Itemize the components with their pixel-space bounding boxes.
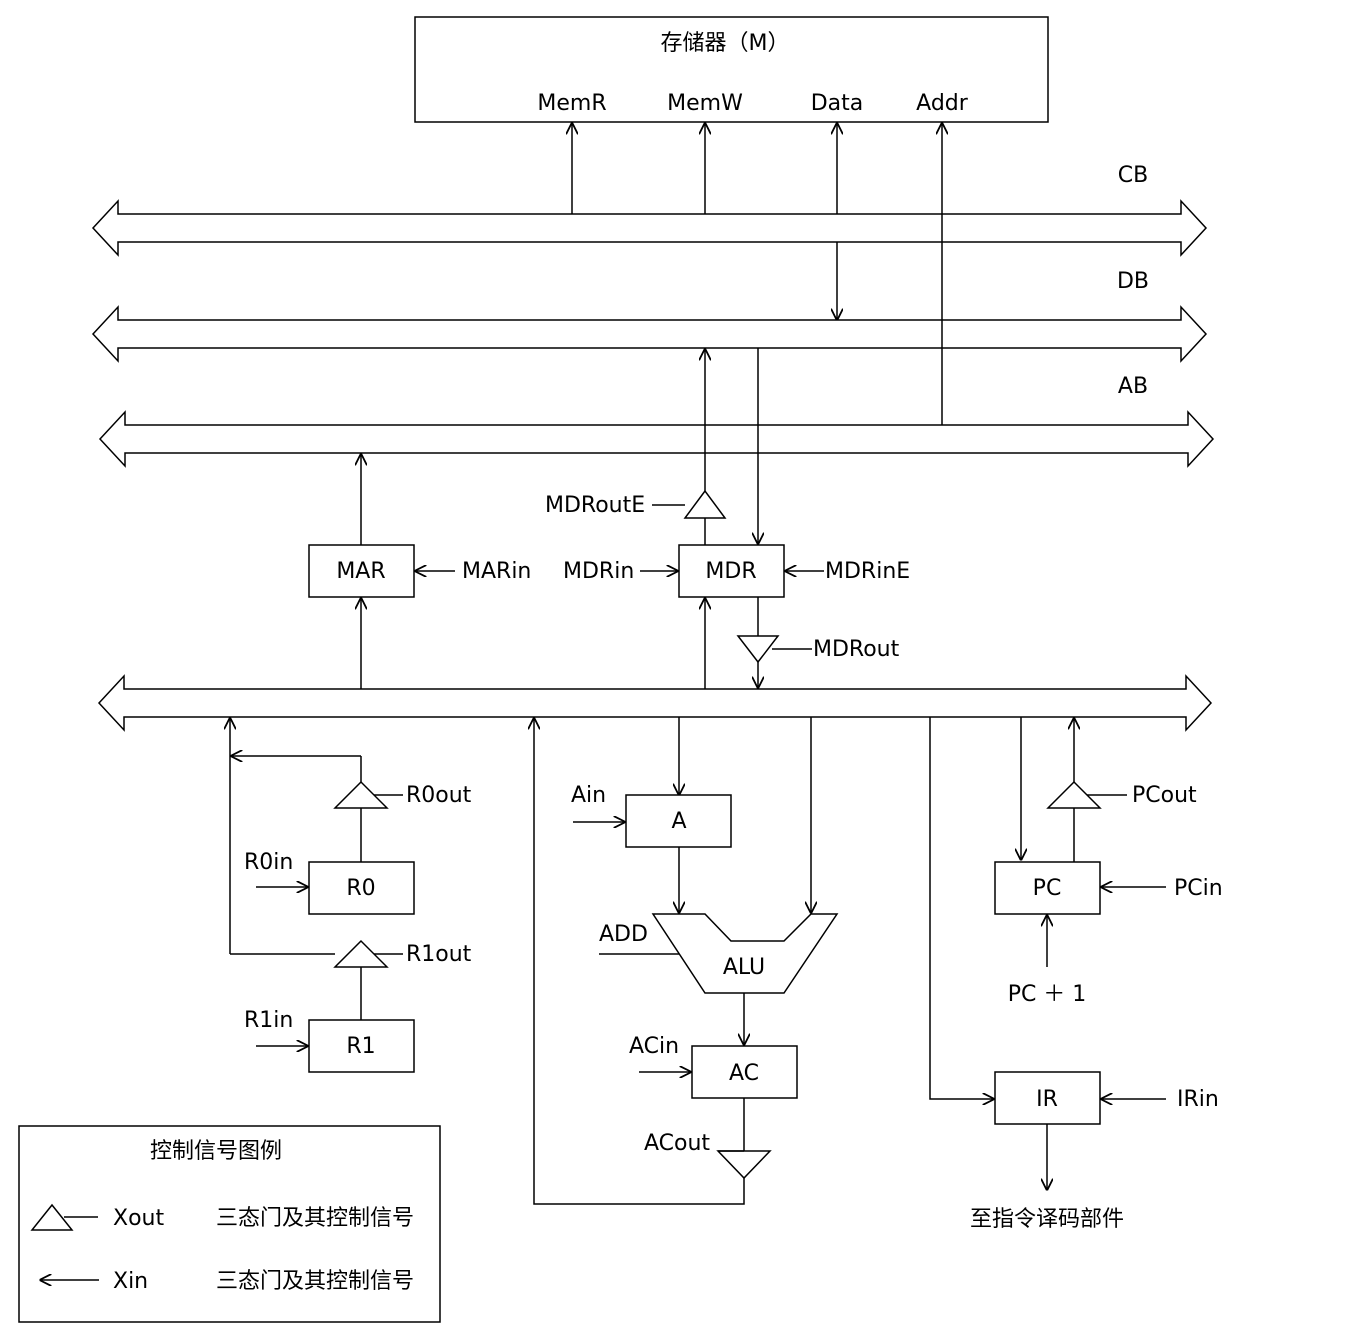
pc-label: PC (1033, 876, 1062, 901)
mar-label: MAR (336, 559, 385, 584)
memory-block: 存储器（M） MemR MemW Data Addr (414, 16, 1049, 123)
memory-bus-connections (572, 123, 942, 425)
legend-title: 控制信号图例 (150, 1139, 282, 1164)
pc-register: PC (994, 861, 1101, 915)
signal-ac-out: ACout (644, 1131, 710, 1156)
signal-pc-plus-one: PC ＋ 1 (1008, 982, 1087, 1007)
legend-xin-label: Xin (113, 1269, 148, 1294)
legend-xout-desc: 三态门及其控制信号 (216, 1206, 414, 1231)
mdr-out-e-gate (683, 489, 727, 519)
mdr-out-gate (736, 635, 780, 664)
signal-a-in: Ain (571, 783, 606, 808)
mdr-register: MDR (678, 544, 785, 598)
signal-mdr-in-e: MDRinE (825, 559, 910, 584)
legend-triangle-icon (30, 1203, 74, 1231)
signal-pc-out: PCout (1132, 783, 1197, 808)
signal-add: ADD (599, 922, 648, 947)
signal-pc-in: PCin (1174, 876, 1223, 901)
signal-r0-out: R0out (406, 783, 472, 808)
to-decoder-label: 至指令译码部件 (970, 1207, 1124, 1232)
signal-mdr-in: MDRin (563, 559, 634, 584)
internal-bus (97, 674, 1213, 732)
signal-mdr-out: MDRout (813, 637, 900, 662)
r0-label: R0 (346, 876, 375, 901)
r1-register: R1 (308, 1019, 415, 1073)
alu-unit: ALU (651, 913, 839, 994)
signal-mdr-out-e: MDRoutE (545, 493, 645, 518)
mdr-label: MDR (705, 559, 756, 584)
a-register: A (625, 794, 732, 848)
signal-ac-in: ACin (629, 1034, 679, 1059)
memory-port-addr: Addr (916, 91, 969, 116)
memory-port-memr: MemR (537, 91, 606, 116)
data-bus-label: DB (1117, 269, 1149, 294)
address-bus: AB (98, 374, 1215, 468)
alu-label: ALU (723, 955, 765, 980)
ac-register: AC (691, 1045, 798, 1099)
control-bus-label: CB (1118, 163, 1148, 188)
legend-xin-desc: 三态门及其控制信号 (216, 1269, 414, 1294)
memory-title: 存储器（M） (661, 31, 790, 56)
legend-box: 控制信号图例 Xout 三态门及其控制信号 Xin 三态门及其控制信号 (18, 1125, 441, 1323)
mar-register: MAR (308, 544, 415, 598)
ac-out-gate (716, 1150, 772, 1180)
memory-port-data: Data (811, 91, 864, 116)
ac-label: AC (729, 1061, 759, 1086)
r1-label: R1 (346, 1034, 375, 1059)
signal-mar-in: MARin (462, 559, 531, 584)
r0-register: R0 (308, 861, 415, 915)
legend-xout-label: Xout (113, 1206, 164, 1231)
ir-label: IR (1036, 1087, 1058, 1112)
ir-register: IR (994, 1071, 1101, 1125)
signal-r0-in: R0in (244, 850, 293, 875)
control-bus: CB (91, 163, 1208, 257)
signal-r1-in: R1in (244, 1008, 293, 1033)
a-label: A (671, 809, 686, 834)
signal-r1-out: R1out (406, 942, 472, 967)
address-bus-label: AB (1118, 374, 1148, 399)
signal-ir-in: IRin (1177, 1087, 1219, 1112)
memory-port-memw: MemW (667, 91, 743, 116)
data-bus: DB (91, 269, 1208, 363)
